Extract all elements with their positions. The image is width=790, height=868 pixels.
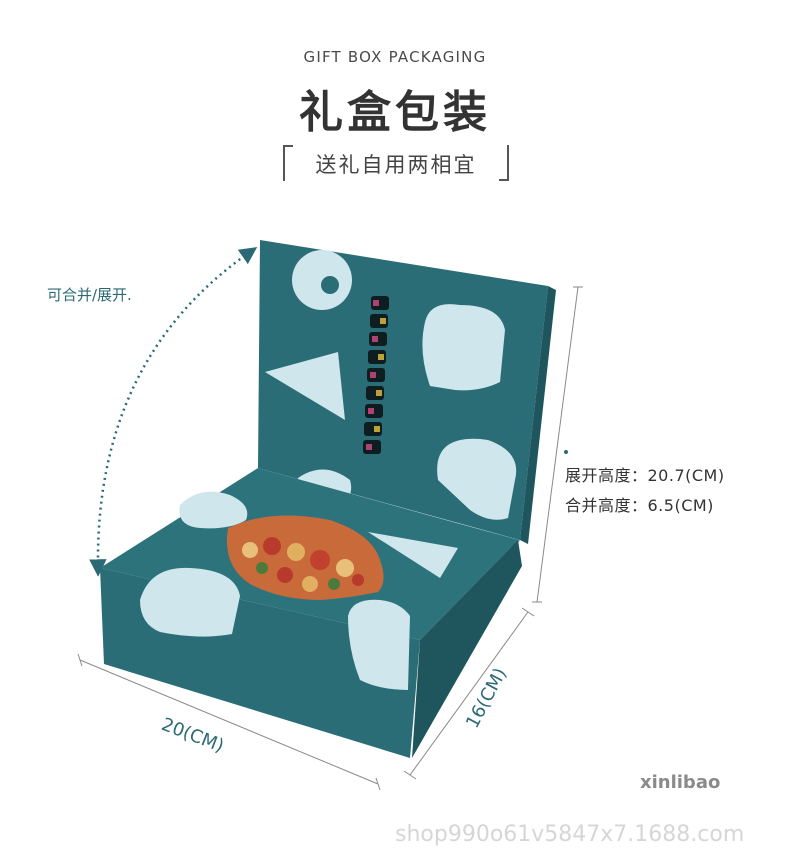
spec-bullet xyxy=(564,450,568,454)
box-window xyxy=(226,515,384,600)
height-dim-line xyxy=(536,286,579,603)
page-title: 礼盒包装 xyxy=(299,87,491,138)
shop-watermark: shop990o61v5847x7.1688.com xyxy=(395,822,745,847)
box-base xyxy=(100,468,522,758)
closed-height-spec: 合并高度：6.5(CM) xyxy=(565,496,714,515)
subtitle-en: GIFT BOX PACKAGING xyxy=(303,48,487,66)
pizza-slices xyxy=(242,537,364,592)
fold-note: 可合并/展开. xyxy=(47,286,132,304)
bracket-right xyxy=(499,145,509,181)
open-height-spec: 展开高度：20.7(CM) xyxy=(565,466,725,485)
depth-dim-line xyxy=(409,611,529,776)
brand-label: xinlibao xyxy=(640,772,721,793)
bracket-left xyxy=(283,145,293,181)
fold-arrow xyxy=(89,246,258,577)
tagline: 送礼自用两相宜 xyxy=(315,153,477,177)
tagline-frame: 送礼自用两相宜 xyxy=(283,145,509,181)
width-dim-line xyxy=(79,659,379,785)
